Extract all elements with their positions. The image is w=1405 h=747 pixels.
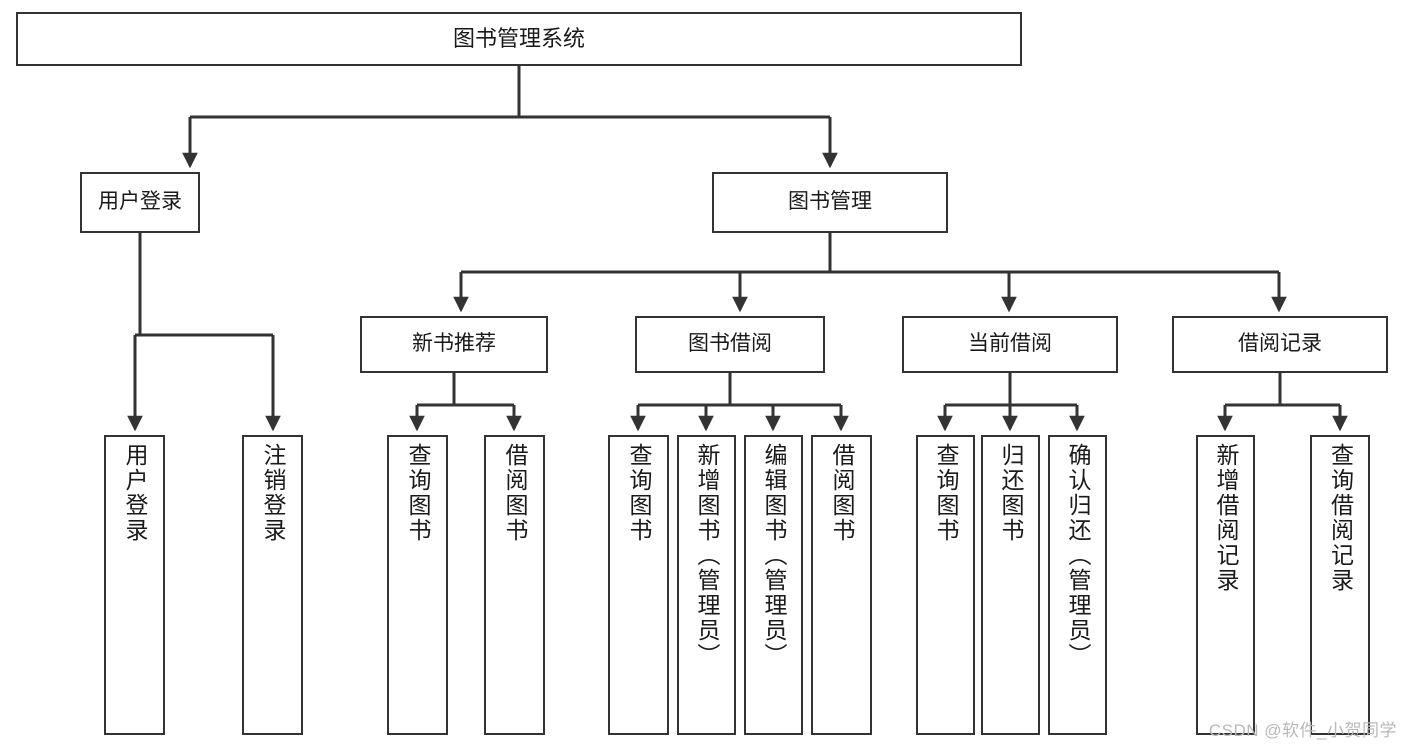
node-book-borrow-label: 图书借阅	[688, 332, 772, 356]
node-borrow-record[interactable]: 借阅记录	[1172, 316, 1388, 373]
leaf-label: 查询图书	[933, 443, 959, 543]
leaf-borrow-book[interactable]: 借阅图书	[811, 435, 872, 735]
node-new-book-recommend[interactable]: 新书推荐	[360, 316, 548, 373]
leaf-label: 查询借阅记录	[1327, 443, 1354, 593]
leaf-label: 借阅图书	[502, 443, 528, 543]
leaf-search-borrow-record[interactable]: 查询借阅记录	[1310, 435, 1370, 735]
node-user-login[interactable]: 用户登录	[80, 172, 200, 233]
node-book-management[interactable]: 图书管理	[712, 172, 948, 233]
leaf-logout[interactable]: 注销登录	[242, 435, 303, 735]
leaf-user-login[interactable]: 用户登录	[104, 435, 165, 735]
leaf-label: 查询图书	[626, 443, 652, 543]
node-new-book-recommend-label: 新书推荐	[412, 332, 496, 356]
node-book-management-label: 图书管理	[788, 190, 872, 214]
node-borrow-record-label: 借阅记录	[1238, 332, 1322, 356]
node-root-label: 图书管理系统	[452, 26, 585, 52]
leaf-borrow-book-recommend[interactable]: 借阅图书	[484, 435, 545, 735]
leaf-edit-book-admin[interactable]: 编辑图书（管理员）	[744, 435, 803, 735]
node-user-login-label: 用户登录	[98, 190, 182, 214]
node-book-borrow[interactable]: 图书借阅	[635, 316, 825, 373]
leaf-label: 新增图书（管理员）	[694, 443, 720, 668]
leaf-label: 新增借阅记录	[1213, 443, 1239, 593]
leaf-label: 查询图书	[405, 443, 431, 543]
leaf-confirm-return-admin[interactable]: 确认归还（管理员）	[1048, 435, 1107, 735]
node-root[interactable]: 图书管理系统	[16, 12, 1022, 66]
leaf-label: 编辑图书（管理员）	[761, 443, 787, 668]
node-current-borrow-label: 当前借阅	[968, 332, 1052, 356]
leaf-add-borrow-record[interactable]: 新增借阅记录	[1196, 435, 1255, 735]
leaf-label: 注销登录	[260, 443, 286, 543]
leaf-label: 借阅图书	[829, 443, 855, 543]
leaf-search-book-borrow[interactable]: 查询图书	[608, 435, 669, 735]
leaf-label: 用户登录	[122, 443, 148, 543]
leaf-search-book-recommend[interactable]: 查询图书	[387, 435, 448, 735]
leaf-search-book-current[interactable]: 查询图书	[916, 435, 975, 735]
leaf-return-book[interactable]: 归还图书	[981, 435, 1040, 735]
node-current-borrow[interactable]: 当前借阅	[902, 316, 1118, 373]
leaf-label: 确认归还（管理员）	[1065, 443, 1091, 668]
leaf-label: 归还图书	[998, 443, 1024, 543]
leaf-add-book-admin[interactable]: 新增图书（管理员）	[677, 435, 736, 735]
